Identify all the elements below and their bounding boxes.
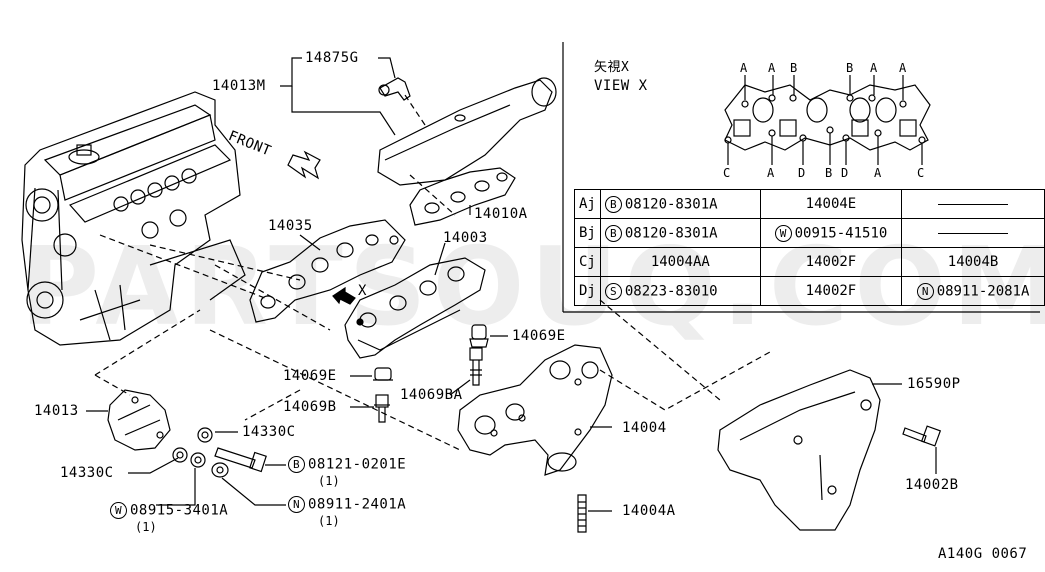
view-bottom-letter-3: D bbox=[798, 166, 806, 180]
label-16590P[interactable]: 16590P bbox=[907, 376, 961, 392]
part-14035 bbox=[249, 219, 406, 323]
b-mark-icon: B bbox=[288, 456, 305, 473]
part-14069B bbox=[374, 394, 390, 423]
part-14004A bbox=[577, 494, 587, 533]
view-x-title-jp: 矢視X bbox=[594, 60, 630, 75]
b-mark-icon: B bbox=[604, 224, 622, 242]
label-14013M[interactable]: 14013M bbox=[212, 78, 266, 94]
view-x-title-en: VIEW X bbox=[594, 78, 648, 94]
b-mark-icon: B bbox=[604, 195, 622, 213]
qty-08911: (1) bbox=[318, 514, 340, 528]
bolt-08121 bbox=[214, 447, 267, 473]
label-14035[interactable]: 14035 bbox=[268, 218, 313, 234]
table-cell[interactable]: 14004E bbox=[759, 189, 903, 219]
view-bottom-letter-6: A bbox=[874, 166, 882, 180]
view-bottom-letter-5: D bbox=[841, 166, 849, 180]
qty-08121: (1) bbox=[318, 474, 340, 488]
view-bottom-letter-4: B bbox=[825, 166, 833, 180]
part-14004 bbox=[457, 344, 613, 476]
view-top-letter-2: A bbox=[768, 61, 776, 75]
s-mark-icon: S bbox=[604, 282, 622, 300]
part-14330C bbox=[172, 427, 229, 478]
label-14069BA[interactable]: 14069BA bbox=[400, 387, 463, 403]
label-14002B[interactable]: 14002B bbox=[905, 477, 959, 493]
w-mark-icon: W bbox=[774, 224, 792, 242]
part-14875G bbox=[378, 77, 411, 101]
view-top-letter-5: A bbox=[870, 61, 878, 75]
assembly-lines bbox=[94, 94, 771, 451]
x-arrow-label: X bbox=[358, 283, 367, 299]
table-cell-empty bbox=[901, 189, 1045, 219]
label-14003[interactable]: 14003 bbox=[443, 230, 488, 246]
label-14004A[interactable]: 14004A bbox=[622, 503, 676, 519]
dash-mark bbox=[938, 203, 1009, 205]
n-mark-icon: N bbox=[916, 282, 934, 300]
part-14003 bbox=[344, 257, 486, 359]
table-row: Cj 14004AA 14002F 14004B bbox=[574, 247, 1045, 277]
part-16590P bbox=[717, 369, 881, 531]
leader-lines bbox=[86, 57, 937, 512]
row-key: Bj bbox=[574, 218, 601, 248]
view-top-letter-4: B bbox=[846, 61, 854, 75]
engine-block bbox=[21, 91, 246, 346]
label-14004[interactable]: 14004 bbox=[622, 420, 667, 436]
label-14330C-left[interactable]: 14330C bbox=[60, 465, 114, 481]
part-14013M bbox=[377, 77, 557, 186]
part-14013 bbox=[107, 389, 171, 451]
table-cell[interactable]: 14002F bbox=[759, 276, 903, 306]
part-14002B bbox=[902, 425, 942, 447]
diagram-code: A140G 0067 bbox=[938, 546, 1028, 562]
table-cell[interactable]: 14004B bbox=[901, 247, 1045, 277]
qty-08915: (1) bbox=[135, 520, 157, 534]
table-cell[interactable]: 14004AA bbox=[599, 247, 761, 277]
label-14013[interactable]: 14013 bbox=[34, 403, 79, 419]
view-bottom-letter-1: C bbox=[723, 166, 731, 180]
label-14069E-right[interactable]: 14069E bbox=[512, 328, 566, 344]
view-top-letter-3: B bbox=[790, 61, 798, 75]
label-14875G[interactable]: 14875G bbox=[305, 50, 359, 66]
front-arrow bbox=[287, 150, 321, 180]
view-top-letter-1: A bbox=[740, 61, 748, 75]
row-key: Dj bbox=[574, 276, 601, 306]
view-bottom-letter-7: C bbox=[917, 166, 925, 180]
table-cell[interactable]: 14002F bbox=[759, 247, 903, 277]
view-bottom-letter-2: A bbox=[767, 166, 775, 180]
part-14069BA bbox=[469, 347, 483, 386]
view-x-flange bbox=[724, 75, 931, 165]
label-14069E-left[interactable]: 14069E bbox=[283, 368, 337, 384]
part-14010A bbox=[409, 167, 516, 226]
view-x-arrow bbox=[332, 286, 356, 305]
n-mark-icon: N bbox=[288, 496, 305, 513]
view-top-letter-6: A bbox=[899, 61, 907, 75]
row-key: Cj bbox=[574, 247, 601, 277]
label-14010A[interactable]: 14010A bbox=[474, 206, 528, 222]
label-14330C-right[interactable]: 14330C bbox=[242, 424, 296, 440]
row-key: Aj bbox=[574, 189, 601, 219]
w-mark-icon: W bbox=[110, 502, 127, 519]
table-cell-empty bbox=[901, 218, 1045, 248]
dash-mark bbox=[938, 232, 1009, 234]
part-14069E bbox=[373, 324, 489, 381]
label-14069B[interactable]: 14069B bbox=[283, 399, 337, 415]
